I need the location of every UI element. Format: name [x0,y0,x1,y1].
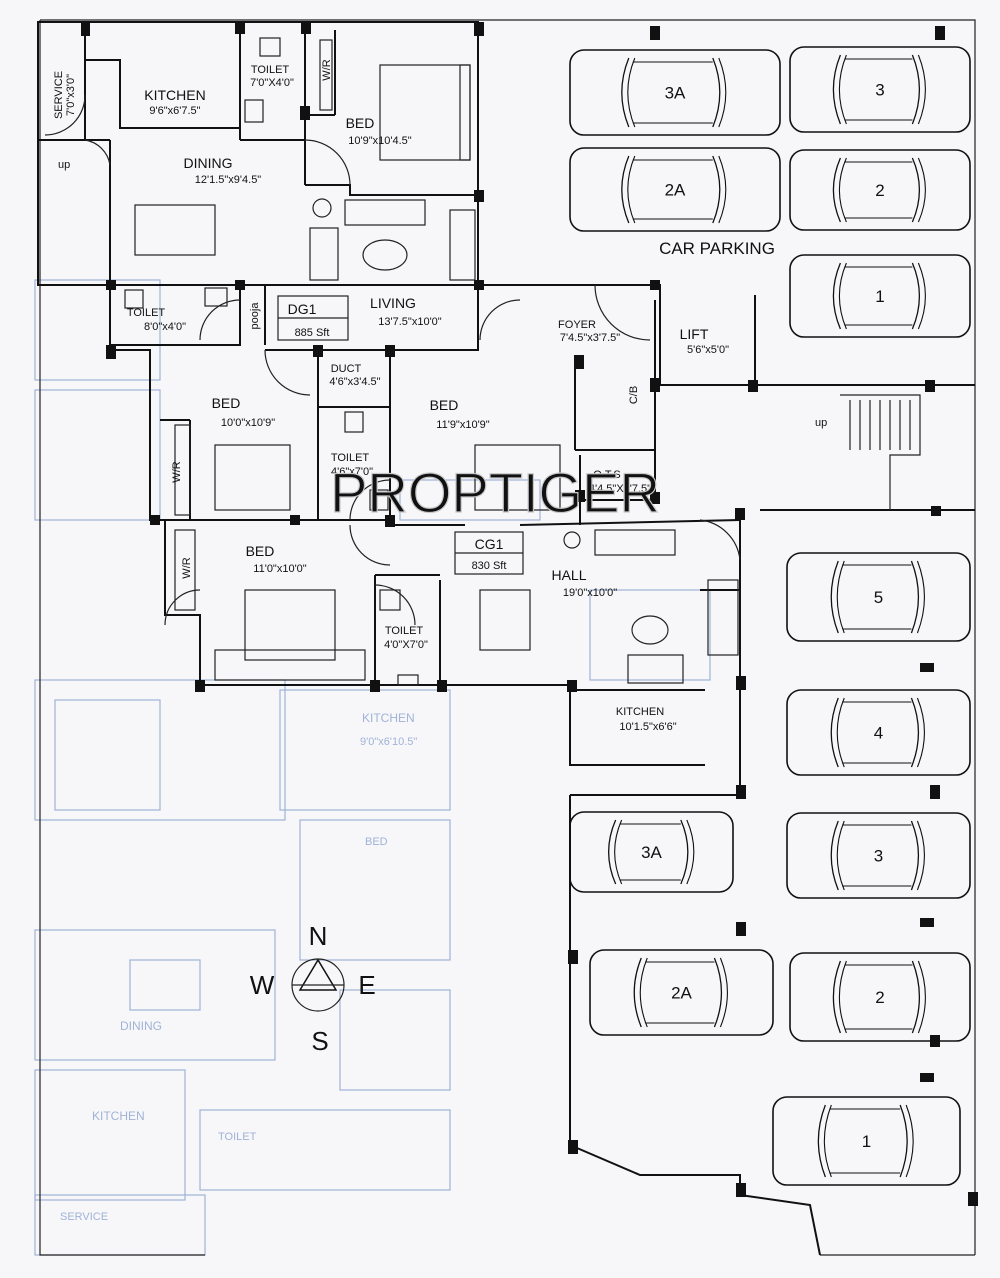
hall-dims: 19'0"x10'0" [563,587,617,599]
parking-slot-label: 2A [665,181,686,200]
pooja-label: pooja [249,302,261,330]
unit-dg1-code: DG1 [288,301,317,317]
bed-mid-dims: 11'9"x10'9" [436,419,489,431]
toilet-mid-dims: 4'6"x7'0" [331,466,373,478]
unit-cg1-code: CG1 [475,536,504,552]
stair-up-label: up [815,417,827,429]
compass-south: S [311,1026,328,1056]
lower-wr-label: W/R [181,557,193,578]
parking-slot-label: 5 [874,588,883,607]
svg-text:9'0"x6'10.5": 9'0"x6'10.5" [360,736,417,748]
lower-bed-dims: 11'0"x10'0" [253,563,306,575]
toilet-left-dims: 8'0"x4'0" [144,321,186,333]
svg-text:TOILET: TOILET [218,1131,257,1143]
svg-text:KITCHEN: KITCHEN [92,1109,145,1123]
wr-top-label: W/R [321,59,333,80]
kitchen-label: KITCHEN [144,87,205,103]
parking-car: 2 [789,952,971,1042]
door-swings [44,94,741,626]
wr-left-label: W/R [171,461,183,482]
background-bleed-plan: KITCHEN 9'0"x6'10.5" BED KITCHEN DINING … [34,279,711,1256]
parking-car: 2 [789,149,971,231]
compass-north: N [309,921,328,951]
lower-kitchen-dims: 10'1.5"x6'6" [619,721,676,733]
parking-slot-label: 2A [671,984,692,1003]
bed-top-dims: 10'9"x10'4.5" [348,135,411,147]
toilet-top-dims: 7'0"X4'0" [250,77,294,89]
kitchen-dims: 9'6"x6'7.5" [149,105,200,117]
watermark: PROPTIGER [330,461,660,524]
lower-bed-label: BED [246,543,275,559]
parking-car: 1 [772,1096,961,1186]
bed-mid-label: BED [430,397,459,413]
car-parking-title: CAR PARKING [659,239,775,258]
parking-car: 2A [589,949,774,1036]
duct-label: DUCT [331,363,362,375]
ots-dims: 4'4.5"X4'7.5" [589,483,651,495]
parking-slot-label: 2 [875,181,884,200]
bed-left-dims: 10'0"x10'9" [221,417,275,429]
dining-dims: 12'1.5"x9'4.5" [195,174,262,186]
lower-toilet-label: TOILET [385,625,424,637]
duct-dims: 4'6"x3'4.5" [329,376,380,388]
svg-text:BED: BED [365,836,388,848]
toilet-left-label: TOILET [127,307,166,319]
svg-text:SERVICE: SERVICE [60,1211,108,1223]
svg-text:KITCHEN: KITCHEN [362,711,415,725]
parking-slot-label: 4 [874,724,883,743]
furniture [124,37,739,686]
dining-label: DINING [184,155,233,171]
compass-symbol [291,958,345,1012]
parking-slot-label: 3A [641,843,662,862]
parking-car: 5 [786,552,971,642]
unit-dg1-area: 885 Sft [295,327,330,339]
service-label: SERVICE [53,71,65,119]
stair-up-label-top: up [58,159,70,171]
svg-text:DINING: DINING [120,1019,162,1033]
parking-car: 1 [789,254,971,338]
unit-cg1-area: 830 Sft [472,560,507,572]
toilet-mid-label: TOILET [331,452,370,464]
compass-east: E [358,970,375,1000]
cb-label: C/B [628,386,640,404]
lower-toilet-dims: 4'0"X7'0" [384,639,428,651]
living-label: LIVING [370,295,416,311]
parking-slot-label: 3 [874,847,883,866]
foyer-label: FOYER [558,319,596,331]
parking-slot-label: 3 [875,81,884,100]
parking-car: 3A [569,49,781,136]
lift-label: LIFT [680,326,709,342]
parking-car: 4 [786,689,971,776]
parking-slot-label: 3A [665,84,686,103]
lift-dims: 5'6"x5'0" [687,344,729,356]
living-dims: 13'7.5"x10'0" [378,316,441,328]
bed-left-label: BED [212,395,241,411]
foyer-dims: 7'4.5"x3'7.5" [560,332,620,344]
parking-slot-label: 2 [875,988,884,1007]
hall-label: HALL [551,567,586,583]
parking-car: 3 [789,46,971,133]
service-dims: 7'0"x3'0" [65,74,77,116]
parking-slot-label: 1 [862,1132,871,1151]
ots-label: O.T.S [593,469,621,481]
parking-car: 3A [569,811,734,893]
compass-west: W [250,970,275,1000]
toilet-top-label: TOILET [251,64,290,76]
bed-top-label: BED [346,115,375,131]
staircase [840,394,921,510]
lower-kitchen-label: KITCHEN [616,706,664,718]
parking-car: 2A [569,147,781,232]
parking-car: 3 [786,812,971,899]
parking-slot-label: 1 [875,287,884,306]
parking-cars: 3A 2A 3 2 1 5 4 3 3A 2A 2 1 [569,46,971,1186]
